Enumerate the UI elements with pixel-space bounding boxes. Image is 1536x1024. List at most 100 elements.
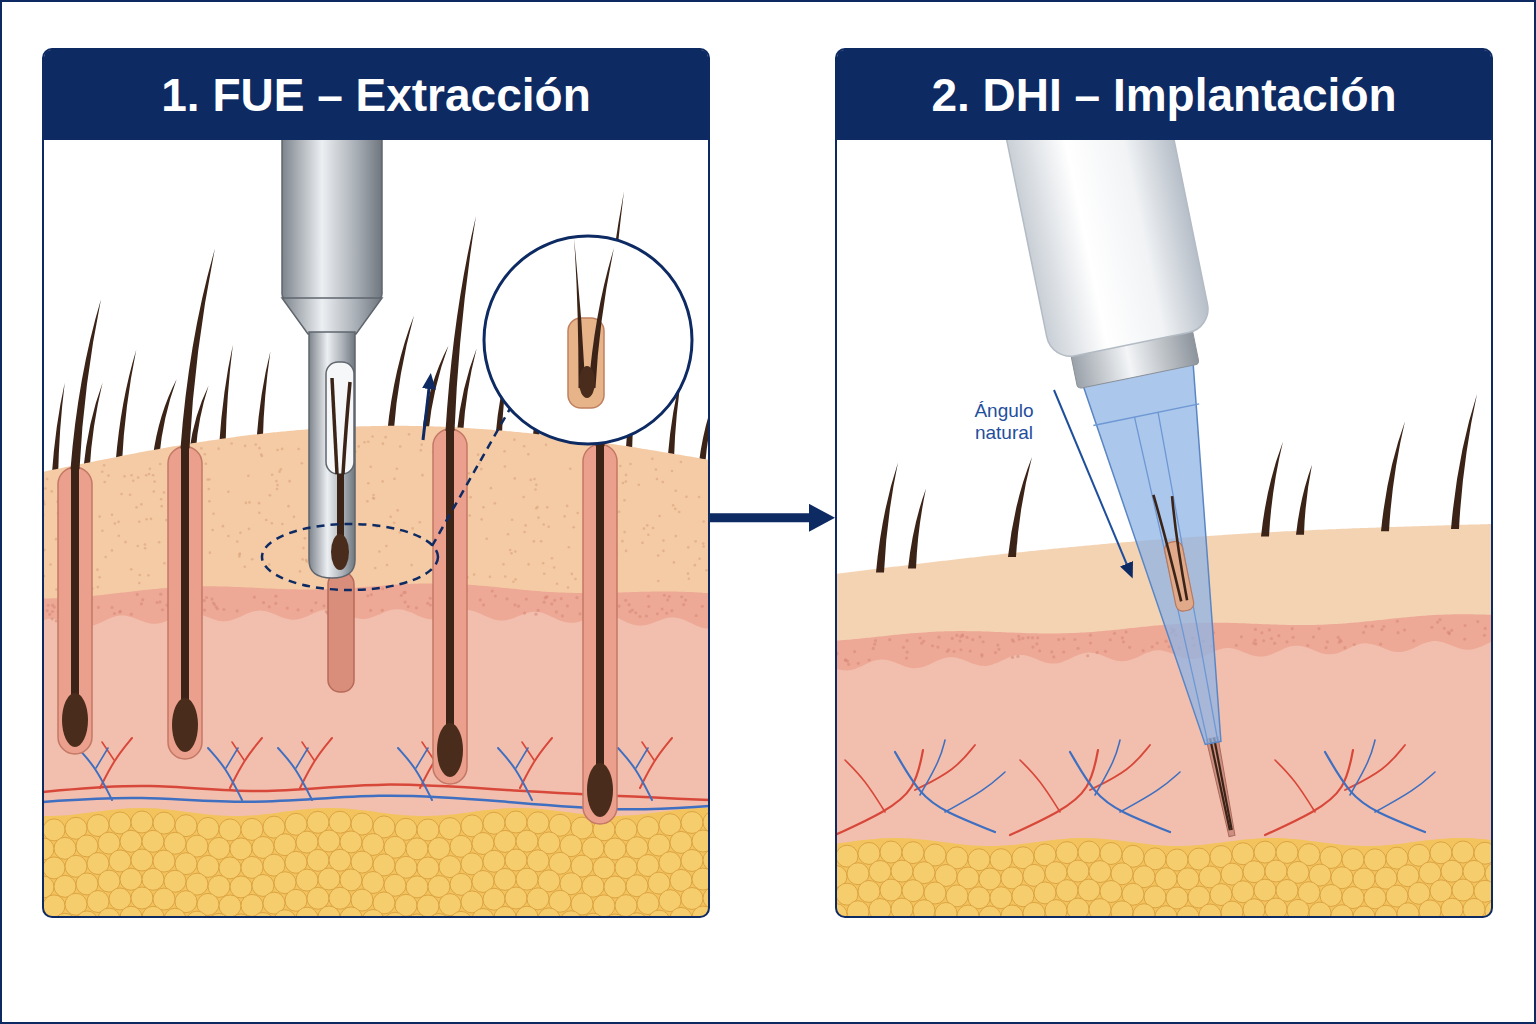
- illustration-shape: [937, 636, 940, 639]
- illustration-shape: [522, 496, 525, 499]
- illustration-shape: [660, 607, 663, 610]
- illustration-shape: [478, 462, 481, 465]
- illustration-shape: [227, 490, 230, 493]
- illustration-shape: [398, 748, 432, 800]
- illustration-shape: [410, 564, 413, 567]
- illustration-shape: [868, 658, 871, 661]
- illustration-shape: [1031, 636, 1034, 639]
- illustration-shape: [98, 576, 101, 579]
- illustration-shape: [1078, 879, 1100, 901]
- illustration-shape: [908, 489, 926, 569]
- illustration-shape: [200, 447, 203, 450]
- illustration-shape: [1023, 902, 1045, 917]
- illustration-shape: [527, 563, 530, 566]
- illustration-shape: [1382, 625, 1385, 628]
- illustration-shape: [52, 383, 65, 477]
- illustration-shape: [207, 488, 210, 491]
- illustration-shape: [1396, 631, 1399, 634]
- illustration-shape: [97, 586, 100, 589]
- illustration-shape: [647, 605, 650, 608]
- illustration-shape: [618, 604, 621, 607]
- illustration-shape: [420, 443, 423, 446]
- illustration-shape: [208, 748, 242, 800]
- illustration-shape: [124, 541, 127, 544]
- illustration-shape: [1067, 898, 1089, 917]
- illustration-shape: [918, 636, 921, 639]
- illustration-shape: [656, 612, 659, 615]
- illustration-shape: [1345, 745, 1405, 790]
- illustration-shape: [1155, 906, 1177, 917]
- illustration-shape: [1021, 637, 1024, 640]
- illustration-shape: [130, 474, 133, 477]
- illustration-shape: [662, 550, 665, 553]
- illustration-shape: [419, 521, 422, 524]
- illustration-shape: [876, 462, 898, 572]
- illustration-shape: [1324, 646, 1327, 649]
- illustration-shape: [203, 608, 206, 611]
- illustration-shape: [262, 601, 265, 604]
- illustration-shape: [1379, 643, 1382, 646]
- illustration-shape: [296, 608, 299, 611]
- illustration-shape: [1452, 841, 1474, 863]
- illustration-shape: [258, 511, 261, 514]
- illustration-shape: [628, 610, 631, 613]
- illustration-shape: [446, 427, 454, 730]
- illustration-shape: [596, 442, 604, 770]
- illustration-shape: [403, 600, 406, 603]
- illustration-shape: [920, 642, 923, 645]
- illustration-shape: [118, 610, 121, 613]
- illustration-shape: [1364, 625, 1367, 628]
- illustration-shape: [534, 613, 537, 616]
- illustration-shape: [510, 552, 513, 555]
- illustration-shape: [148, 473, 151, 476]
- illustration-shape: [398, 531, 401, 534]
- illustration-shape: [1036, 636, 1039, 639]
- illustration-shape: [678, 511, 681, 514]
- illustration-shape: [136, 545, 139, 548]
- illustration-shape: [523, 445, 526, 448]
- illustration-shape: [1067, 860, 1089, 882]
- illustration-shape: [329, 811, 351, 833]
- illustration-shape: [114, 522, 117, 525]
- illustration-shape: [672, 504, 675, 507]
- illustration-shape: [1142, 649, 1145, 652]
- illustration-shape: [46, 478, 49, 481]
- illustration-shape: [891, 860, 913, 882]
- illustration-shape: [100, 738, 132, 788]
- illustration-shape: [1177, 906, 1199, 917]
- illustration-shape: [282, 298, 382, 334]
- illustration-shape: [262, 524, 438, 590]
- illustration-shape: [1287, 899, 1309, 917]
- illustration-shape: [535, 484, 538, 487]
- illustration-shape: [509, 549, 512, 552]
- illustration-shape: [113, 612, 116, 615]
- illustration-shape: [1011, 656, 1014, 659]
- illustration-shape: [1419, 900, 1441, 917]
- illustration-shape: [472, 908, 494, 917]
- illustration-shape: [625, 550, 628, 553]
- illustration-shape: [96, 568, 99, 571]
- illustration-shape: [1254, 879, 1276, 901]
- illustration-shape: [1254, 841, 1276, 863]
- illustration-shape: [248, 528, 251, 531]
- illustration-shape: [529, 479, 532, 482]
- illustration-shape: [1268, 628, 1271, 631]
- illustration-shape: [638, 483, 641, 486]
- illustration-shape: [836, 640, 1492, 917]
- illustration-shape: [1164, 640, 1167, 643]
- illustration-shape: [550, 602, 553, 605]
- illustration-shape: [513, 477, 516, 480]
- illustration-shape: [905, 656, 908, 659]
- illustration-shape: [684, 598, 687, 601]
- illustration-shape: [959, 648, 962, 651]
- illustration-shape: [618, 510, 621, 513]
- illustration-shape: [623, 499, 626, 502]
- illustration-shape: [537, 516, 540, 519]
- illustration-shape: [243, 565, 246, 568]
- illustration-shape: [51, 610, 54, 613]
- illustration-shape: [396, 467, 399, 470]
- illustration-shape: [132, 479, 135, 482]
- illustration-shape: [627, 603, 630, 606]
- illustration-shape: [1199, 904, 1221, 917]
